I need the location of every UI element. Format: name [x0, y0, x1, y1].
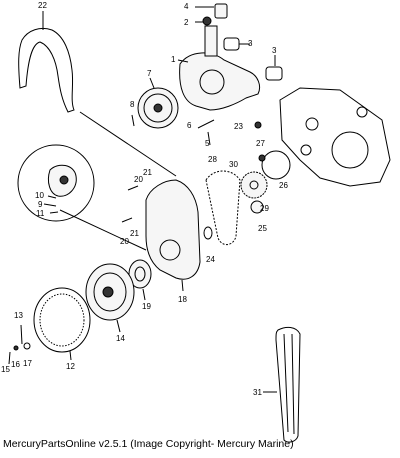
leader-12: [69, 350, 72, 361]
part-8-bolt: [131, 114, 135, 127]
part-1-water-pump: [179, 52, 261, 111]
balancer-hub: [102, 286, 114, 298]
callout-8: 8: [130, 100, 135, 109]
part-18-timing-cover: [145, 179, 201, 280]
part-6-stud: [197, 119, 215, 129]
leader-10: [47, 195, 57, 199]
callout-14: 14: [116, 334, 125, 343]
part-3-gasket-lower: [265, 66, 283, 81]
part-28-cam-sprocket: [240, 171, 268, 199]
callout-21-upper: 21: [143, 168, 152, 177]
leader-18: [181, 279, 184, 292]
part-23-bolt: [254, 121, 262, 129]
copyright-footer: MercuryPartsOnline v2.5.1 (Image Copyrig…: [3, 438, 294, 450]
part-17-washer: [23, 342, 31, 350]
callout-30: 30: [229, 160, 238, 169]
callout-26: 27: [256, 139, 265, 148]
water-pump-hub: [199, 69, 225, 95]
engine-block: [279, 87, 391, 187]
callout-19: 19: [142, 302, 151, 311]
ring-teeth: [39, 293, 85, 347]
callout-7: 7: [147, 69, 152, 78]
part-22-gasket: [18, 27, 75, 113]
leader-19: [142, 288, 146, 301]
callout-15: 15: [1, 365, 10, 374]
part-4-sensor: [214, 3, 228, 19]
callout-29: 25: [258, 224, 267, 233]
callout-18: 18: [178, 295, 187, 304]
part-29-crank-sprocket: [250, 200, 264, 214]
leader-9: [43, 203, 57, 207]
callout-12: 12: [66, 362, 75, 371]
part-15-bolt: [8, 351, 11, 365]
part-20-bolt-upper: [127, 185, 139, 191]
callout-4: 4: [184, 2, 189, 11]
callout-10: 10: [35, 191, 44, 200]
reference-line-lower: [59, 209, 147, 251]
callout-22: 22: [38, 1, 47, 10]
seal-19-inner: [134, 266, 146, 282]
leader-11: [49, 211, 59, 214]
callout-27: 28: [208, 155, 217, 164]
part-20-bolt-lower: [121, 217, 133, 223]
inset-detail-circle: [17, 144, 95, 222]
part-25-cam-sprocket-plate: [261, 150, 291, 180]
leader-1: [177, 59, 189, 63]
block-hole-1: [305, 117, 319, 131]
callout-28: 29: [260, 204, 269, 213]
water-pump-neck: [204, 25, 218, 57]
callout-20-lower: 20: [120, 237, 129, 246]
part-31-serpentine-belt: [275, 326, 301, 443]
belt-ribs: [283, 333, 295, 435]
leader-14: [116, 319, 121, 333]
timing-cover-seal-bore: [159, 239, 181, 261]
block-hole-2: [356, 106, 368, 118]
callout-5: 5: [205, 139, 210, 148]
callout-9: 9: [38, 200, 43, 209]
callout-6: 6: [187, 121, 192, 130]
balancer-ring: [93, 272, 127, 312]
callout-2: 2: [184, 18, 189, 27]
pulley-groove: [143, 93, 173, 123]
part-16-bolt: [13, 345, 19, 351]
part-27-timing-chain: [205, 170, 241, 245]
callout-20-upper: 20: [134, 175, 143, 184]
inset-sensor-core: [59, 175, 69, 185]
callout-3-upper: 3: [248, 39, 253, 48]
callout-24: 24: [206, 255, 215, 264]
part-5-stud: [207, 131, 211, 146]
callout-13: 13: [14, 311, 23, 320]
part-12-ring: [33, 287, 91, 353]
callout-23: 23: [234, 122, 243, 131]
callout-17: 17: [23, 359, 32, 368]
callout-1: 1: [171, 55, 176, 64]
part-3-gasket-upper: [223, 37, 240, 51]
callout-11: 11: [36, 209, 45, 218]
cam-sprocket-hub: [249, 180, 259, 190]
block-bore: [331, 131, 369, 169]
callout-3-lower: 3: [272, 46, 277, 55]
callout-25: 26: [279, 181, 288, 190]
part-2-bolt: [202, 16, 212, 26]
block-hole-3: [300, 144, 312, 156]
reference-line-upper: [79, 111, 177, 177]
callout-21-lower: 21: [130, 229, 139, 238]
pulley-hub: [153, 103, 163, 113]
part-26-bolt: [258, 154, 266, 162]
callout-31: 31: [253, 388, 262, 397]
part-24-seal: [203, 226, 213, 240]
leader-7: [149, 77, 155, 89]
part-13-bolt: [20, 324, 23, 345]
callout-16: 16: [11, 360, 20, 369]
